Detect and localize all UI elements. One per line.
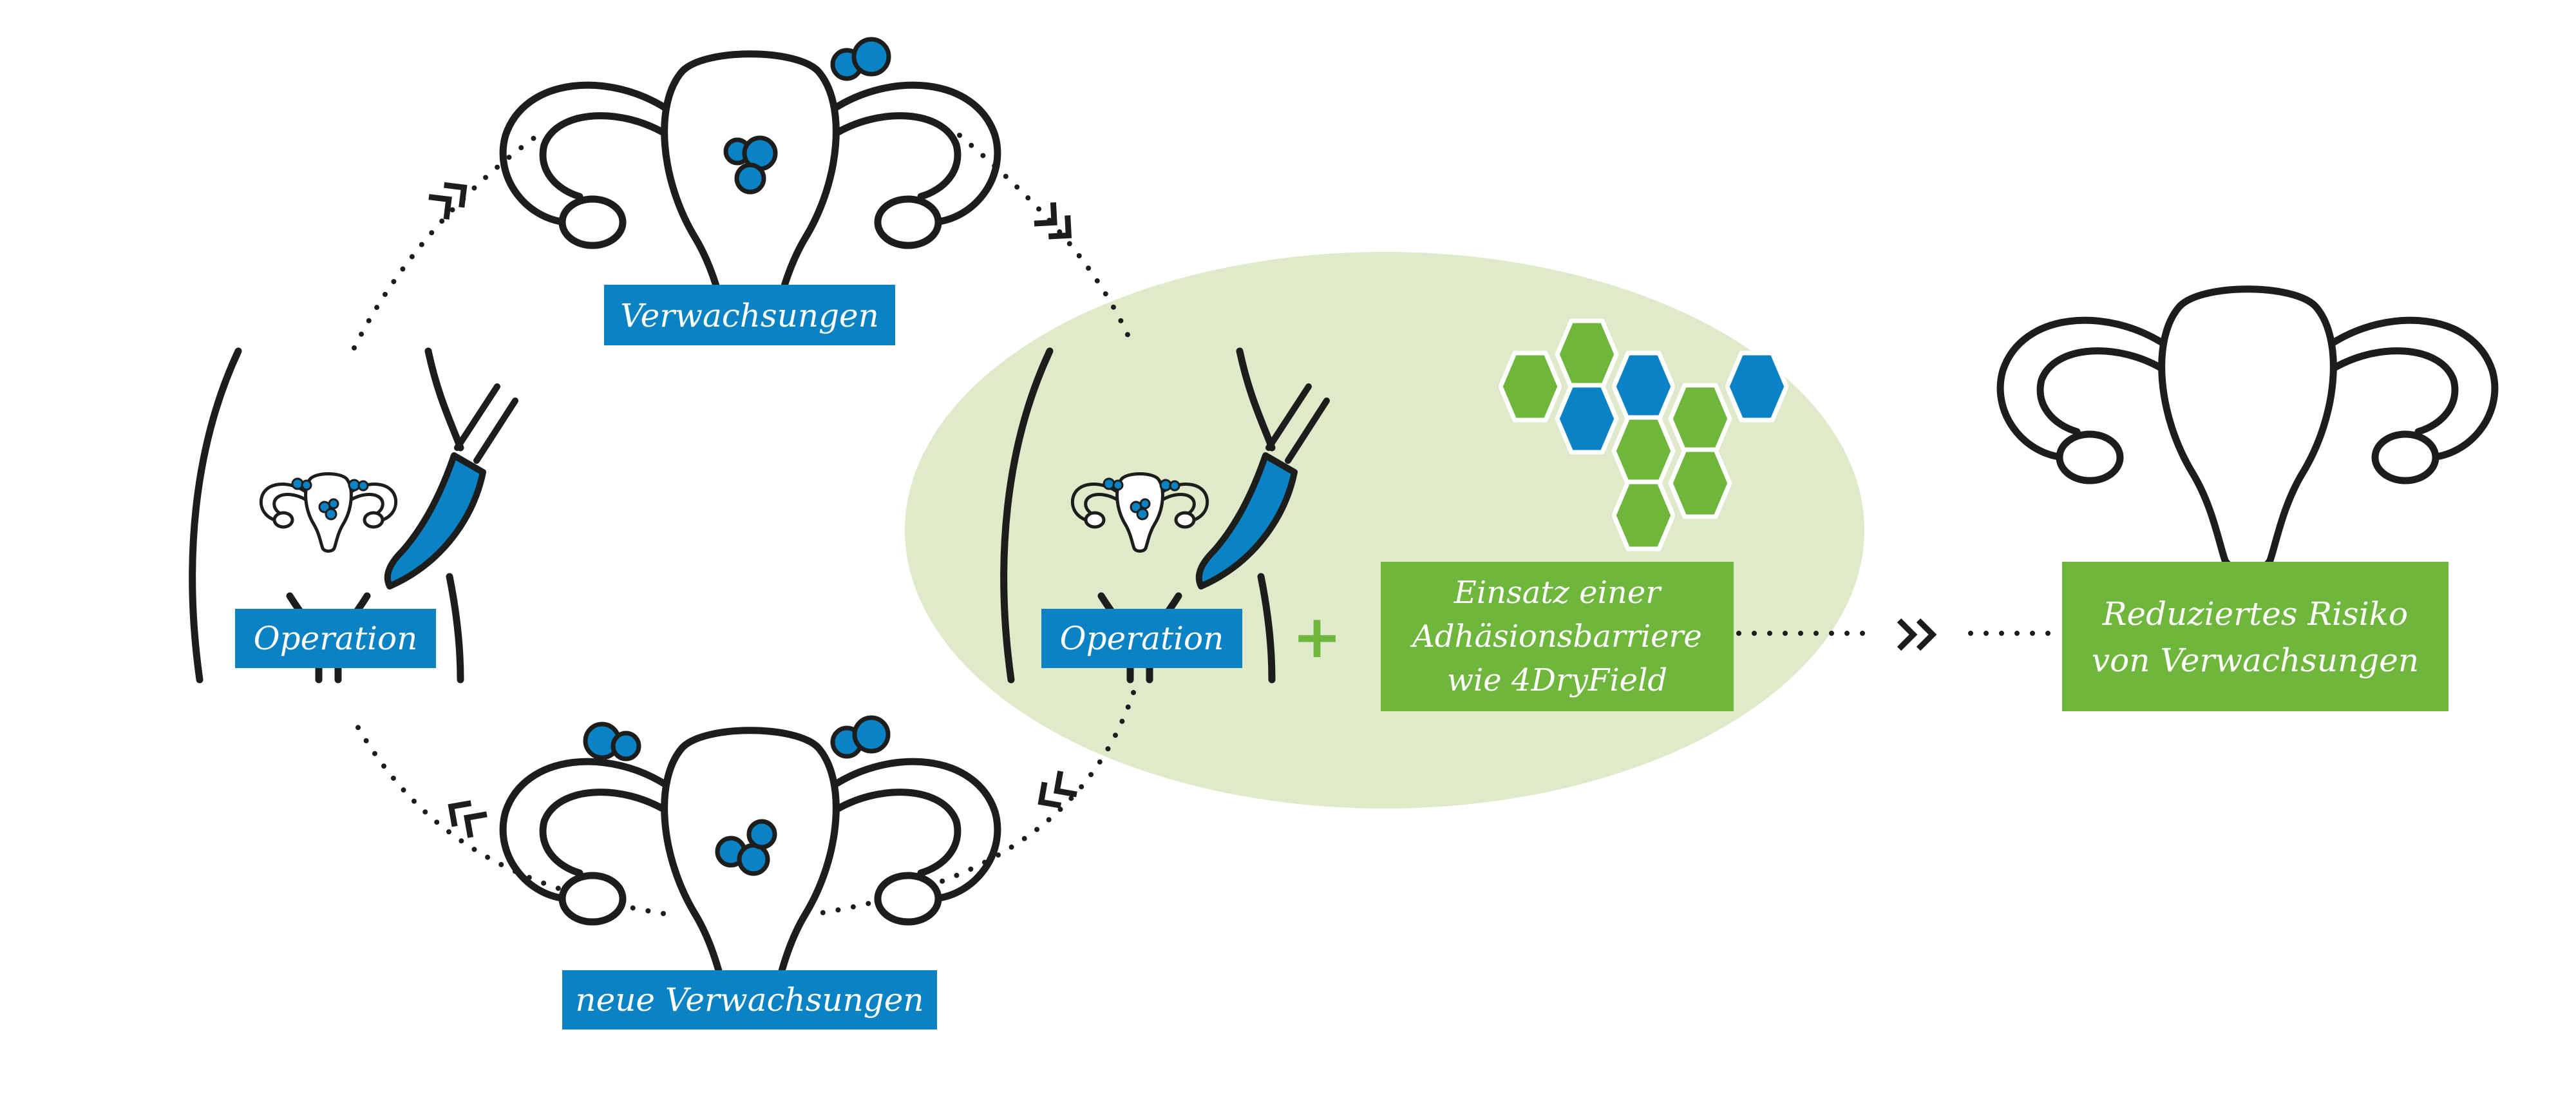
label-operation-right: Operation [1041, 609, 1242, 668]
svg-text:von Verwachsungen: von Verwachsungen [2092, 642, 2419, 679]
double-chevron-icon [429, 177, 473, 220]
svg-text:Operation: Operation [1060, 620, 1224, 657]
double-chevron-icon [1033, 771, 1077, 814]
uterus-healthy-icon [2000, 289, 2495, 570]
label-barrier: Einsatz einer Adhäsionsbarriere wie 4Dry… [1381, 562, 1734, 711]
svg-text:Verwachsungen: Verwachsungen [620, 297, 879, 334]
highlight-ellipse [905, 252, 1864, 809]
svg-text:neue Verwachsungen: neue Verwachsungen [575, 981, 923, 1019]
svg-text:Einsatz einer: Einsatz einer [1454, 575, 1662, 611]
hexagon-barrier-icon [1498, 318, 1789, 551]
svg-text:Reduziertes Risiko: Reduziertes Risiko [2102, 595, 2408, 633]
uterus-new-adhesions-icon [503, 715, 998, 1011]
uterus-adhesions-icon [503, 37, 998, 335]
svg-text:Adhäsionsbarriere: Adhäsionsbarriere [1410, 618, 1702, 655]
label-reduced-risk: Reduziertes Risiko von Verwachsungen [2062, 562, 2448, 711]
label-adhesions: Verwachsungen [604, 285, 895, 345]
label-new-adhesions: neue Verwachsungen [562, 970, 937, 1029]
label-operation-left: Operation [235, 609, 436, 668]
svg-text:wie 4DryField: wie 4DryField [1447, 662, 1667, 698]
plus-icon: + [1292, 602, 1341, 671]
svg-text:Operation: Operation [254, 620, 418, 657]
double-chevron-icon [1899, 620, 1933, 649]
